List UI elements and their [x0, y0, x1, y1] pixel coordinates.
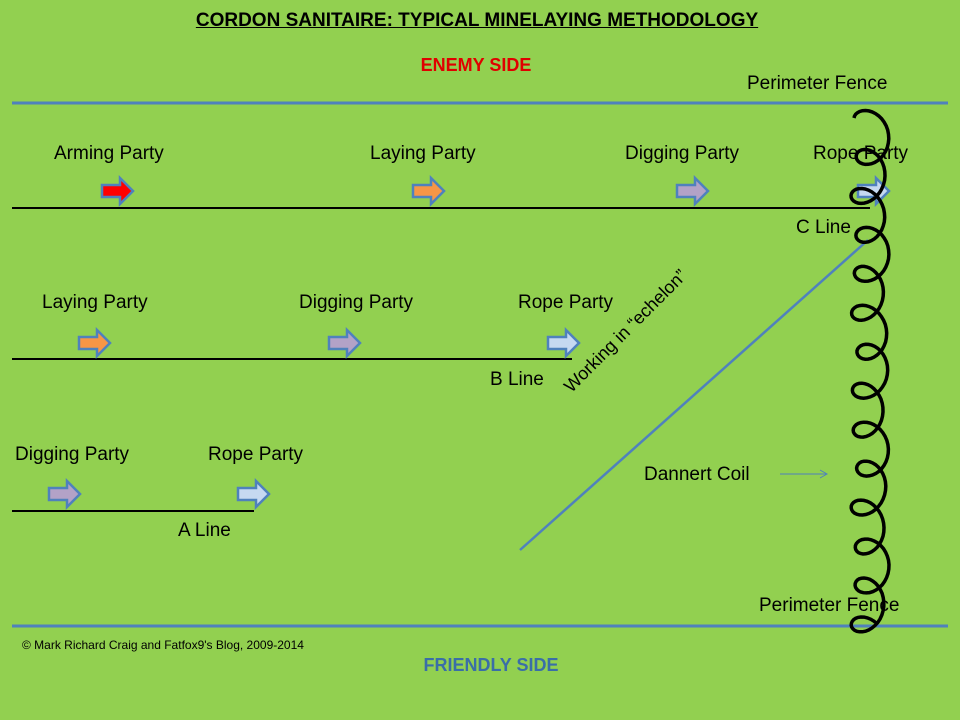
- echelon-line: [519, 239, 869, 551]
- perimeter-fence-bottom-label: Perimeter Fence: [759, 595, 900, 616]
- c-digging-party-label: Digging Party: [625, 143, 740, 164]
- digging-party-arrow-icon: [327, 326, 362, 360]
- a-digging-party-label: Digging Party: [15, 444, 130, 465]
- b-rope-party-label: Rope Party: [518, 292, 614, 313]
- b-line-label: B Line: [490, 369, 544, 390]
- c-arming-party-label: Arming Party: [54, 143, 164, 164]
- c-rope-party-label: Rope Party: [813, 143, 909, 164]
- a-line-label: A Line: [178, 520, 231, 541]
- friendly-side-label: FRIENDLY SIDE: [423, 655, 559, 675]
- dannert-coil: [849, 108, 891, 634]
- a-rope-party-label: Rope Party: [208, 444, 304, 465]
- c-laying-party-label: Laying Party: [370, 143, 476, 164]
- perimeter-fence-top-label: Perimeter Fence: [747, 73, 888, 94]
- digging-party-arrow-icon: [47, 477, 82, 511]
- c-line-label: C Line: [796, 217, 851, 238]
- copyright: © Mark Richard Craig and Fatfox9's Blog,…: [22, 638, 304, 652]
- digging-party-arrow-icon: [675, 174, 710, 208]
- rope-party-arrow-icon: [546, 326, 581, 360]
- arming-party-arrow-icon: [100, 174, 135, 208]
- laying-party-arrow-icon: [77, 326, 112, 360]
- b-digging-party-label: Digging Party: [299, 292, 414, 313]
- dannert-coil-label: Dannert Coil: [644, 464, 750, 485]
- laying-party-arrow-icon: [411, 174, 446, 208]
- dannert-pointer-head: [819, 469, 829, 479]
- b-laying-party-label: Laying Party: [42, 292, 148, 313]
- rope-party-arrow-icon: [236, 477, 271, 511]
- enemy-side-label: ENEMY SIDE: [420, 55, 532, 75]
- page-title: CORDON SANITAIRE: TYPICAL MINELAYING MET…: [195, 10, 759, 31]
